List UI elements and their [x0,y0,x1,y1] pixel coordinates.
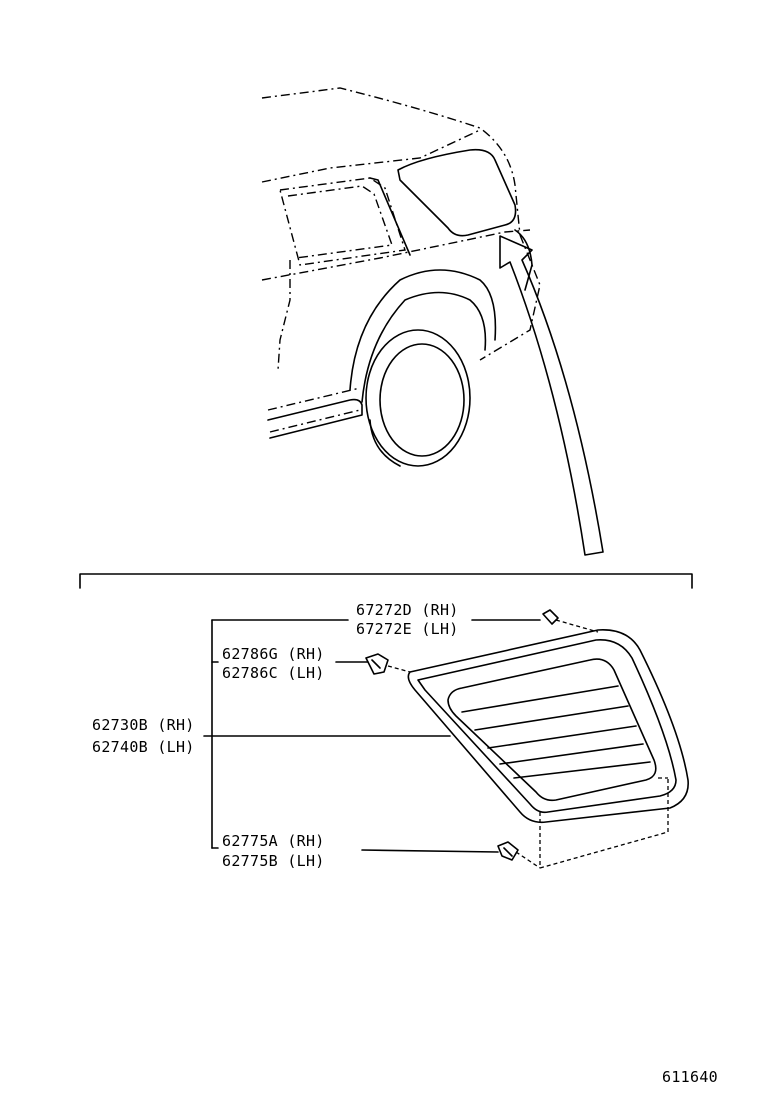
part-clip-lower-rh: 62775A (RH) [222,832,325,850]
part-quarter-glass-rh: 62730B (RH) [92,716,195,734]
quarter-glass-drawing [365,609,689,869]
part-cap-rh: 67272D (RH) [356,601,459,619]
leader-lines [203,619,541,853]
part-clip-upper-lh: 62786C (LH) [222,664,325,682]
section-frame [79,573,693,589]
vehicle-sketch [261,87,604,556]
part-quarter-glass-lh: 62740B (LH) [92,738,195,756]
figure-number: 611640 [662,1068,718,1086]
part-cap-lh: 67272E (LH) [356,620,459,638]
part-clip-lower-lh: 62775B (LH) [222,852,325,870]
part-clip-upper-rh: 62786G (RH) [222,645,325,663]
